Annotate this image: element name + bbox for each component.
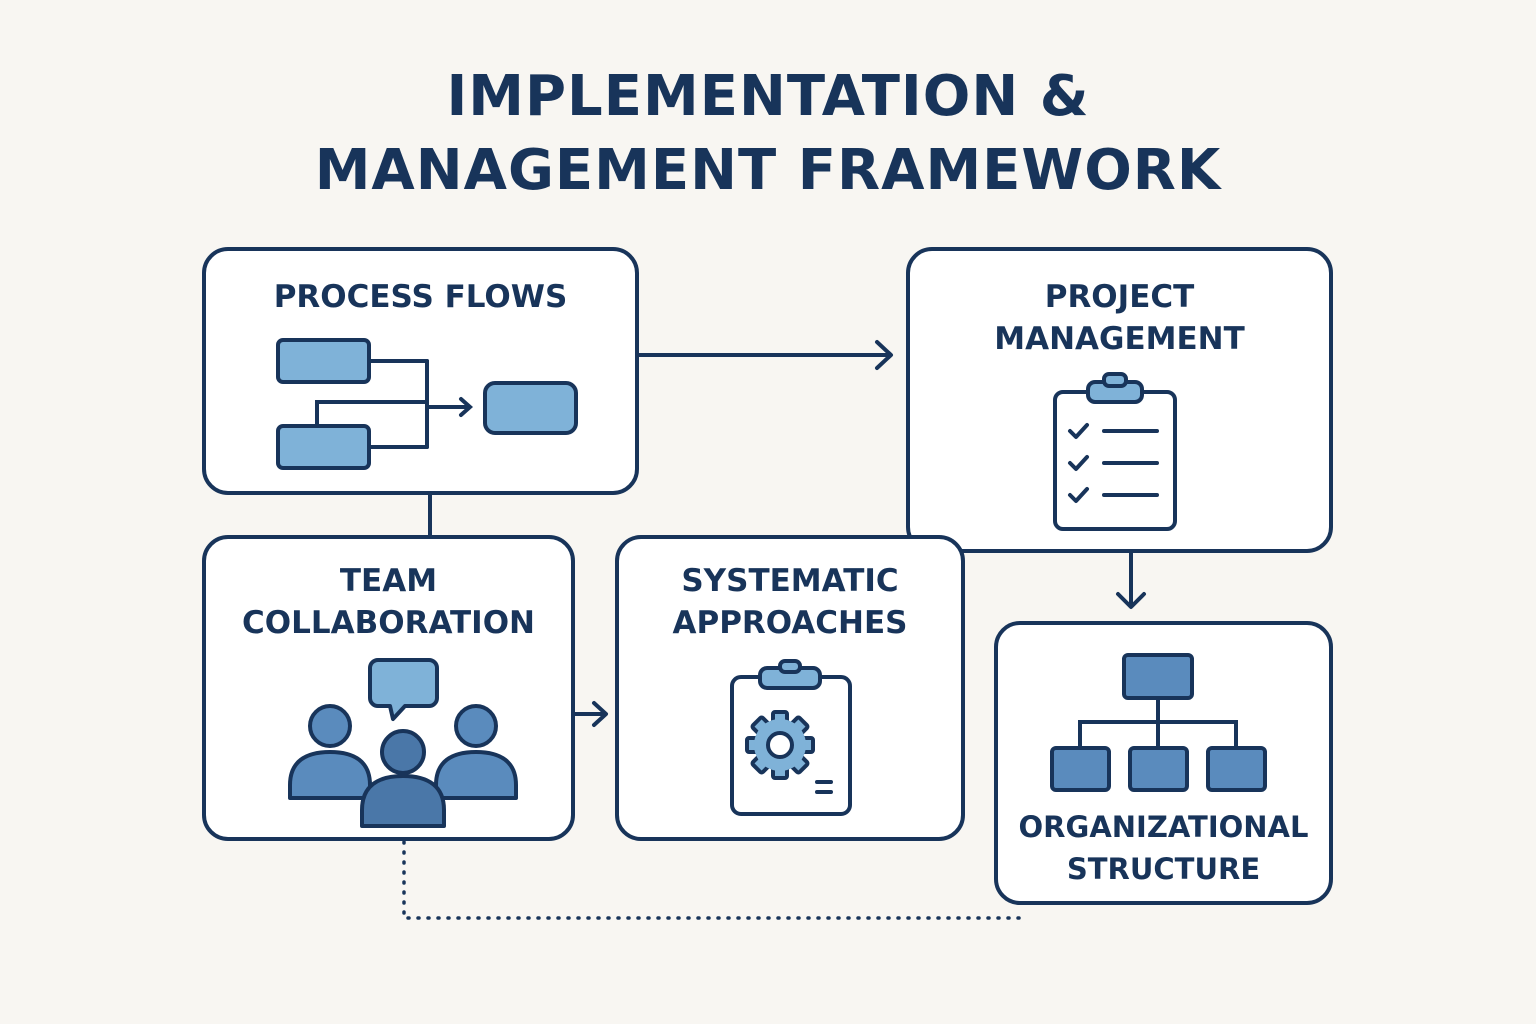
connector-team-to-systematic: [571, 701, 608, 727]
team-chat-icon: [288, 658, 518, 828]
process-flows-label: PROCESS FLOWS: [204, 276, 637, 318]
team-collaboration-label-line-2: COLLABORATION: [241, 605, 536, 641]
process-flows-label-line-1: PROCESS FLOWS: [273, 279, 568, 315]
connector-team-to-org-dotted: [402, 840, 1022, 920]
checklist-clipboard-icon: [1053, 372, 1177, 531]
organizational-structure-label-line-2: STRUCTURE: [1066, 852, 1261, 886]
systematic-approaches-label-line-1: SYSTEMATIC: [681, 563, 899, 599]
systematic-approaches-label-line-2: APPROACHES: [672, 605, 908, 641]
page-title-line-1: IMPLEMENTATION &: [446, 64, 1090, 129]
connector-process-to-project: [635, 340, 893, 370]
connector-project-to-org: [1116, 549, 1146, 609]
organizational-structure-label: ORGANIZATIONAL STRUCTURE: [996, 806, 1331, 890]
organizational-structure-label-line-1: ORGANIZATIONAL: [1018, 810, 1309, 844]
team-collaboration-label: TEAM COLLABORATION: [204, 560, 573, 644]
systematic-approaches-label: SYSTEMATIC APPROACHES: [617, 560, 963, 644]
org-chart-icon: [1050, 653, 1267, 792]
project-management-label-line-1: PROJECT: [1044, 279, 1195, 315]
page-title-line-2: MANAGEMENT FRAMEWORK: [314, 138, 1222, 203]
flowchart-icon: [276, 338, 578, 470]
team-collaboration-label-line-1: TEAM: [339, 563, 438, 599]
gear-clipboard-icon: [730, 659, 852, 816]
project-management-label-line-2: MANAGEMENT: [994, 321, 1245, 357]
project-management-label: PROJECT MANAGEMENT: [908, 276, 1331, 360]
